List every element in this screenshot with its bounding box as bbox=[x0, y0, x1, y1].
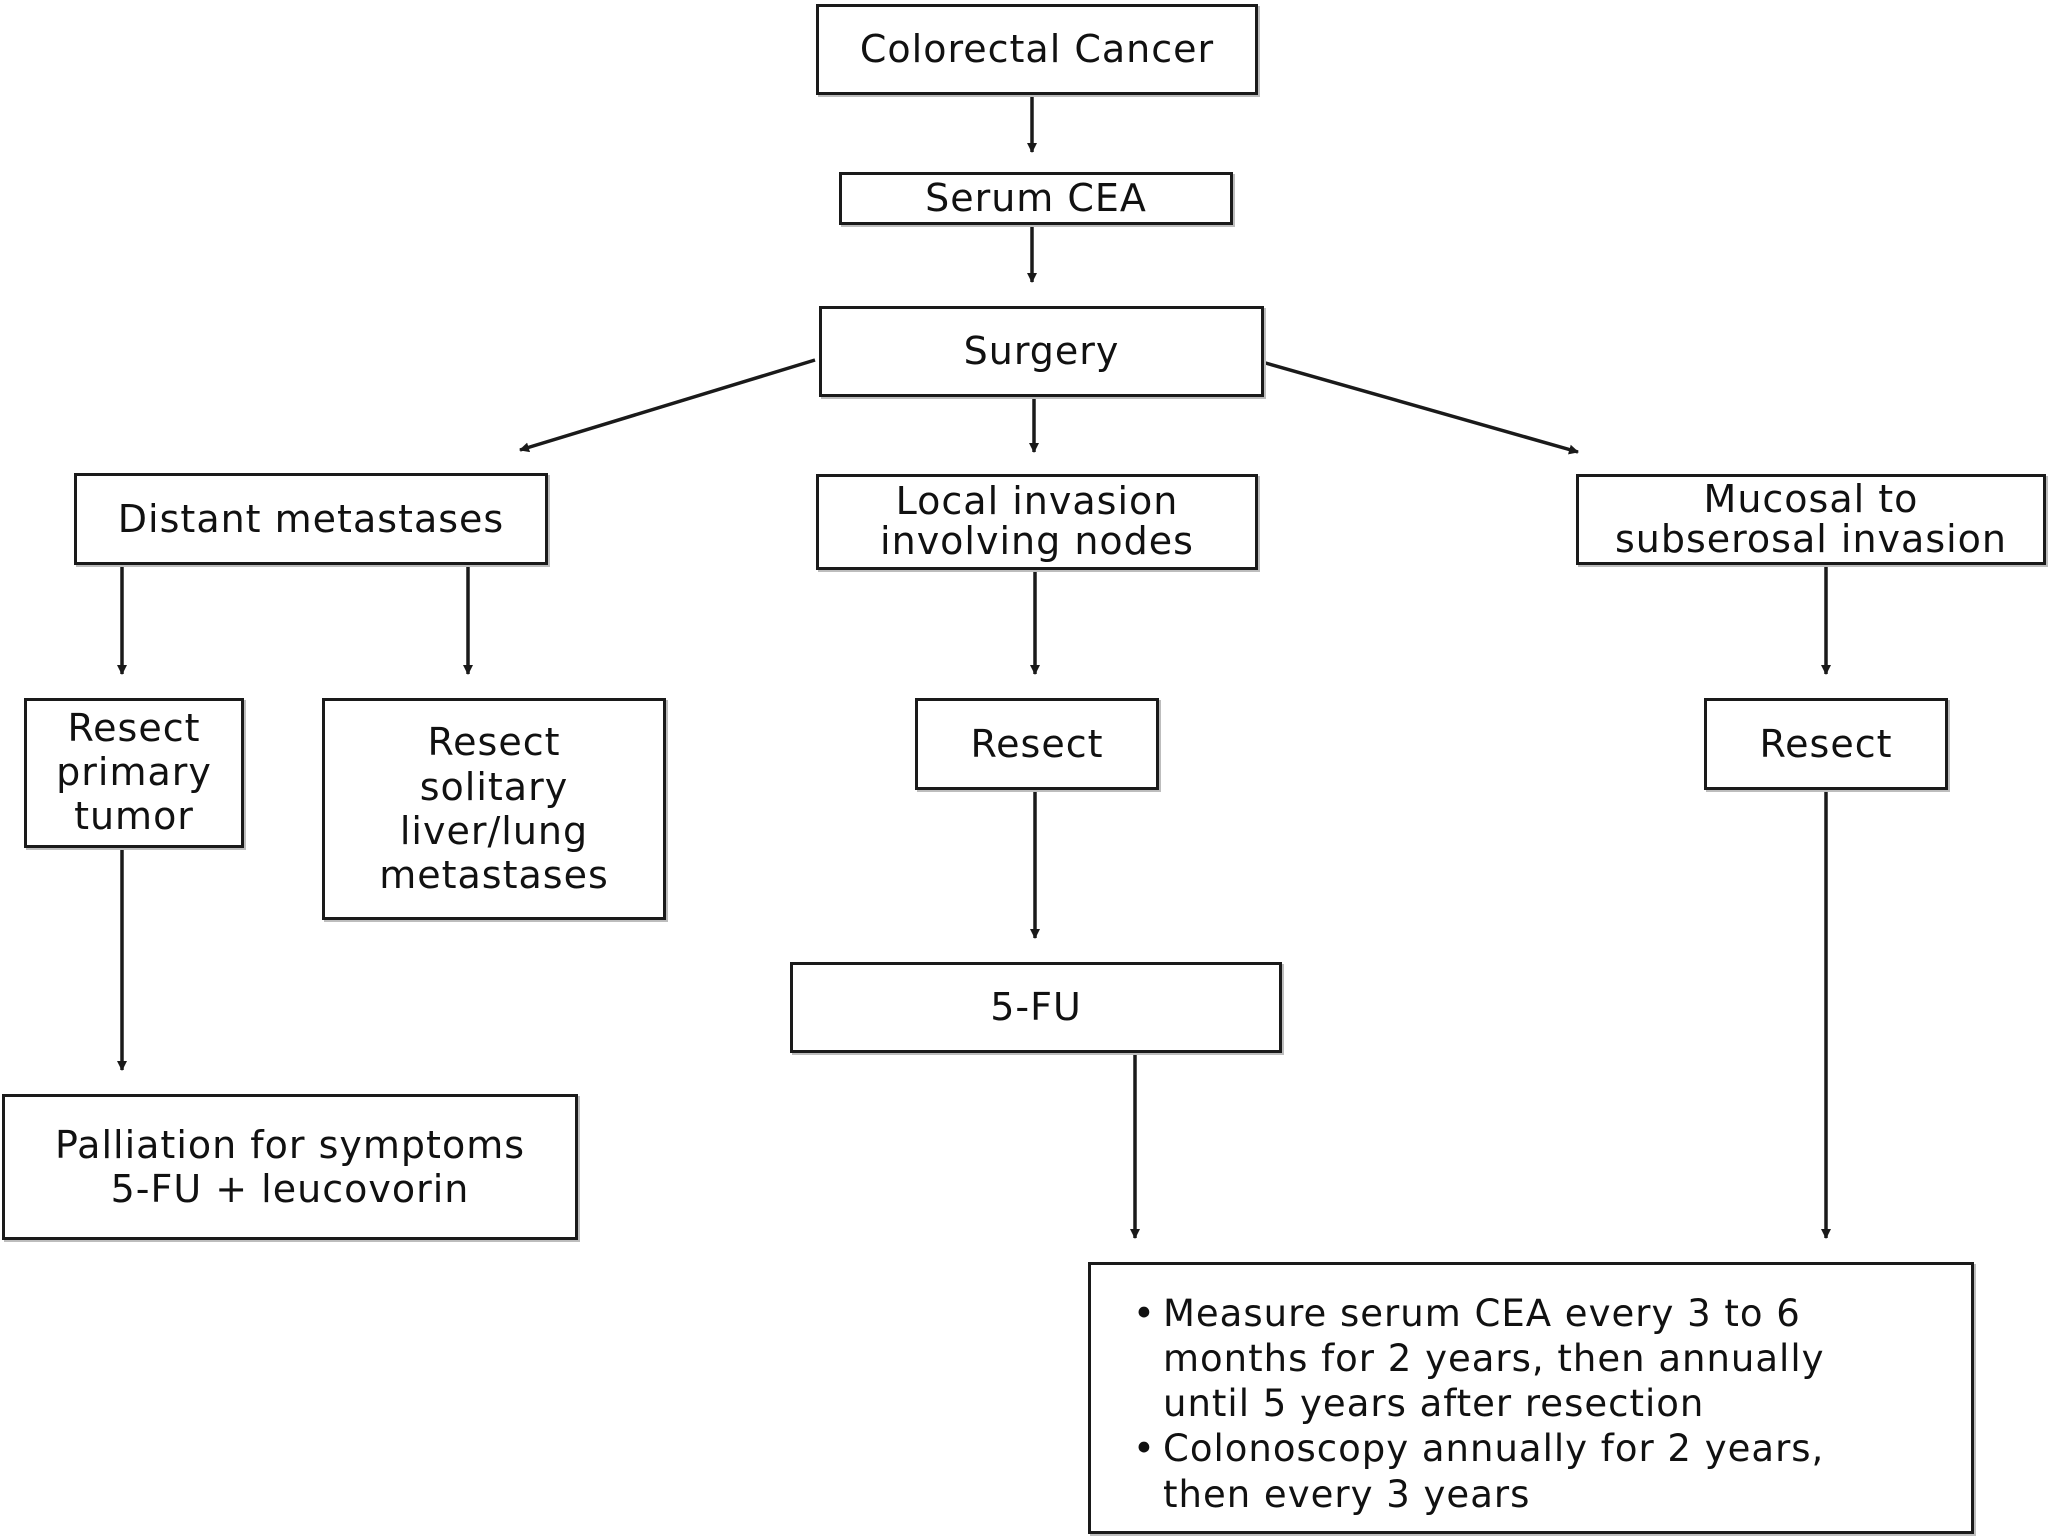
node-label: Resect bbox=[970, 721, 1104, 766]
node-label: Colorectal Cancer bbox=[859, 27, 1215, 72]
followup-item: Colonoscopy annually for 2 years, then e… bbox=[1133, 1426, 1825, 1516]
node-label: Resect bbox=[1759, 721, 1893, 766]
node-label: 5-FU bbox=[990, 985, 1082, 1030]
node-label: Local invasion involving nodes bbox=[880, 479, 1194, 563]
node-resect-mucosal: Resect bbox=[1704, 698, 1948, 790]
node-label: Mucosal to subserosal invasion bbox=[1614, 476, 2008, 561]
node-5fu: 5-FU bbox=[790, 962, 1282, 1053]
node-serum-cea: Serum CEA bbox=[839, 172, 1233, 225]
node-local-invasion: Local invasion involving nodes bbox=[816, 474, 1258, 570]
node-label: Resect primary tumor bbox=[56, 706, 212, 838]
node-label: Resect solitary liver/lung metastases bbox=[379, 720, 609, 898]
node-surgery: Surgery bbox=[819, 306, 1264, 397]
node-resect-primary: Resect primary tumor bbox=[24, 698, 244, 848]
node-resect-local: Resect bbox=[915, 698, 1159, 790]
node-label: Distant metastases bbox=[117, 496, 505, 541]
followup-list: Measure serum CEA every 3 to 6 months fo… bbox=[1133, 1291, 1825, 1517]
node-mucosal-invasion: Mucosal to subserosal invasion bbox=[1576, 474, 2046, 565]
followup-item: Measure serum CEA every 3 to 6 months fo… bbox=[1133, 1291, 1825, 1426]
arrow-surgery-to-distant bbox=[519, 358, 816, 453]
node-colorectal-cancer: Colorectal Cancer bbox=[816, 4, 1258, 95]
node-palliation: Palliation for symptoms 5-FU + leucovori… bbox=[2, 1094, 578, 1240]
node-label: Serum CEA bbox=[925, 176, 1147, 221]
node-label: Palliation for symptoms 5-FU + leucovori… bbox=[54, 1122, 526, 1211]
node-followup: Measure serum CEA every 3 to 6 months fo… bbox=[1088, 1262, 1974, 1534]
node-label: Surgery bbox=[963, 329, 1120, 374]
arrow-surgery-to-mucosal bbox=[1261, 360, 1579, 455]
node-distant-metastases: Distant metastases bbox=[74, 473, 548, 565]
node-resect-solitary: Resect solitary liver/lung metastases bbox=[322, 698, 666, 920]
